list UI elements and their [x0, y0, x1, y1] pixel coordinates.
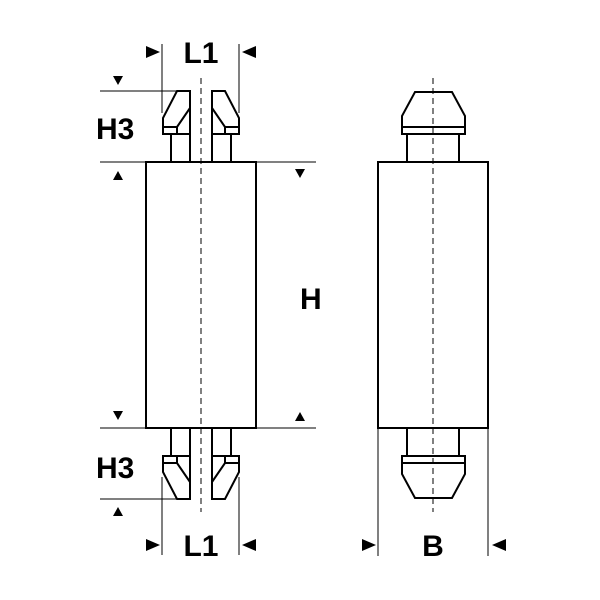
arrow-down-icon: [113, 411, 123, 420]
arrow-down-icon: [295, 169, 305, 178]
h3-top-dimension: H3: [96, 76, 176, 180]
arrow-up-icon: [113, 507, 123, 516]
h3-top-label: H3: [96, 113, 134, 146]
arrow-left-icon: [242, 46, 256, 58]
b-dimension: B: [362, 428, 506, 563]
arrow-up-icon: [295, 412, 305, 421]
arrow-left-icon: [242, 539, 256, 551]
arrow-left-icon: [492, 539, 506, 551]
l1-top-dimension: L1: [146, 37, 256, 113]
front-view: L1 L1 H3 H3: [96, 37, 322, 563]
side-view: B: [362, 78, 506, 563]
l1-bottom-label: L1: [183, 530, 218, 563]
l1-top-label: L1: [183, 37, 218, 70]
h3-bottom-label: H3: [96, 452, 134, 485]
arrow-down-icon: [113, 76, 123, 85]
h3-bottom-dimension: H3: [96, 411, 176, 516]
arrow-right-icon: [362, 539, 376, 551]
bottom-head: [401, 428, 466, 499]
h-dimension: H: [256, 161, 322, 429]
top-head: [401, 91, 466, 162]
h-label: H: [300, 283, 322, 316]
b-label: B: [422, 530, 444, 563]
arrow-up-icon: [113, 171, 123, 180]
arrow-right-icon: [146, 46, 160, 58]
top-prongs: [162, 90, 240, 162]
arrow-right-icon: [146, 539, 160, 551]
l1-bottom-dimension: L1: [146, 477, 256, 563]
bottom-prongs: [162, 428, 240, 500]
